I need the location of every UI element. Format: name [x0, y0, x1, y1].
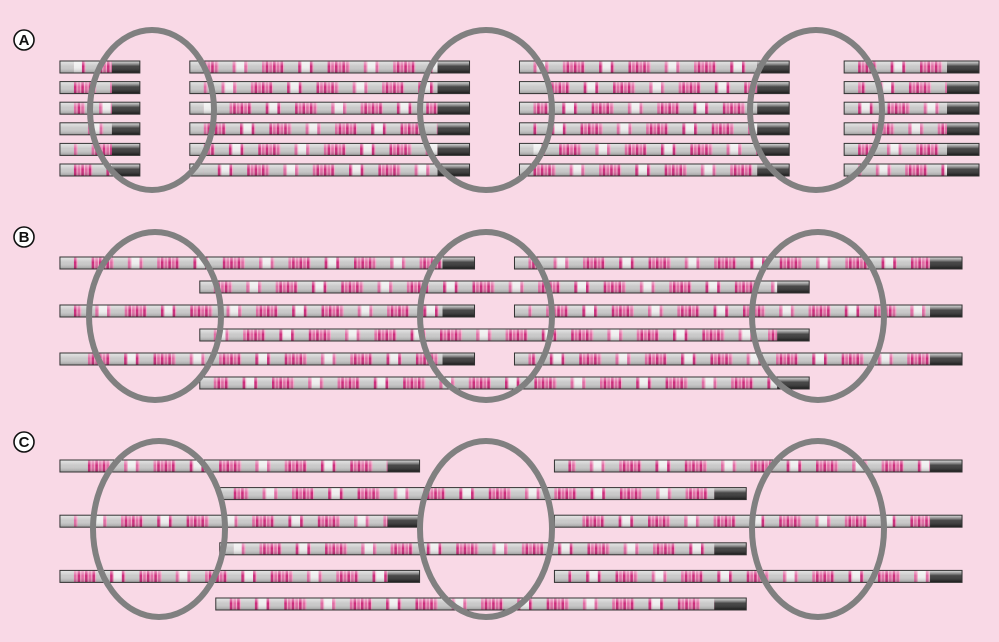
molecule: [59, 81, 141, 95]
molecule: [59, 256, 476, 270]
molecule: [219, 542, 747, 556]
molecule: [189, 101, 471, 115]
molecule: [513, 304, 963, 318]
molecule: [513, 352, 963, 366]
molecule: [199, 376, 810, 390]
gap-region-ellipse: [90, 438, 228, 620]
gap-region-ellipse: [749, 438, 887, 620]
molecule: [843, 142, 980, 156]
molecule: [843, 81, 980, 95]
gap-region-ellipse: [87, 27, 217, 193]
molecule: [59, 514, 421, 528]
molecule: [199, 328, 810, 342]
panel-c: C: [13, 431, 963, 620]
gap-region-ellipse: [749, 229, 887, 403]
molecule: [518, 163, 790, 177]
gap-region-ellipse: [86, 229, 224, 403]
molecule: [189, 163, 471, 177]
molecule: [215, 597, 747, 611]
molecule: [843, 60, 980, 74]
molecule: [59, 352, 476, 366]
gap-region-ellipse: [417, 229, 555, 403]
panel-label-text: C: [19, 434, 30, 451]
gap-region-ellipse: [417, 27, 555, 193]
panel-label-b: B: [13, 226, 35, 248]
molecule: [553, 514, 963, 528]
gap-region-ellipse: [747, 27, 885, 193]
molecule: [518, 142, 790, 156]
molecule: [59, 304, 476, 318]
molecule: [189, 122, 471, 136]
panel-label-text: B: [19, 229, 30, 246]
panel-label-a: A: [13, 29, 35, 51]
panel-b: B: [13, 226, 963, 403]
molecule: [59, 163, 141, 177]
molecule: [59, 60, 141, 74]
molecule: [518, 122, 790, 136]
panel-a: A: [13, 27, 980, 193]
molecule: [199, 280, 810, 294]
molecule: [189, 81, 471, 95]
gap-region-ellipse: [417, 438, 555, 620]
molecule: [59, 122, 141, 136]
molecule: [843, 101, 980, 115]
panel-label-text: A: [19, 32, 30, 49]
molecule: [518, 81, 790, 95]
molecule: [553, 459, 963, 473]
molecule: [189, 142, 471, 156]
molecule: [59, 101, 141, 115]
molecule: [59, 569, 421, 583]
molecule: [219, 487, 747, 501]
molecule: [59, 459, 421, 473]
molecule: [513, 256, 963, 270]
panel-label-c: C: [13, 431, 35, 453]
molecule: [843, 122, 980, 136]
molecule: [189, 60, 471, 74]
molecule: [518, 60, 790, 74]
molecule: [518, 101, 790, 115]
